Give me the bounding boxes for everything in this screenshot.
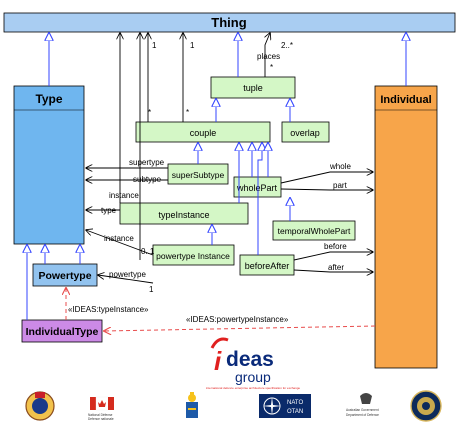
individualtype-label: IndividualType xyxy=(26,326,99,338)
generalization-links xyxy=(27,33,406,320)
logo-i: i xyxy=(214,346,222,376)
mult-star-a: * xyxy=(148,108,151,117)
temporalwholepart-label: temporalWholePart xyxy=(278,226,351,236)
beforeafter-to-couple xyxy=(257,143,262,255)
powertype-label: Powertype xyxy=(38,270,91,282)
canada-line1: National Défense xyxy=(88,413,113,417)
type-label: Type xyxy=(35,92,62,106)
uk-mod-crest-icon xyxy=(25,391,55,421)
type-role: type xyxy=(101,206,117,215)
individualtype-class: IndividualType xyxy=(21,319,103,343)
type-class: Type xyxy=(13,85,85,245)
ideas-powertypeinstance-stereotype: «IDEAS:powertypeInstance» xyxy=(186,315,289,324)
ideas-typeinstance-stereotype: «IDEAS:typeInstance» xyxy=(68,305,149,314)
mult-one-b: 1 xyxy=(190,41,195,50)
wholepart-label: wholePart xyxy=(236,183,278,193)
mult-one-pt: 1 xyxy=(149,285,154,294)
powertype-role: powertype xyxy=(109,270,146,279)
part-role: part xyxy=(333,181,348,190)
canada-flag-icon: National Défense Defence nationale xyxy=(88,396,114,421)
role-labels: 1 1 2..* places * * * supertype subtype … xyxy=(68,41,351,324)
overlap-label: overlap xyxy=(290,128,320,138)
places-role: places xyxy=(257,52,280,61)
after-role: after xyxy=(328,263,344,272)
footer-emblems: National Défense Defence nationale NATO … xyxy=(25,390,442,422)
logo-group: group xyxy=(235,369,271,385)
nato-line2: OTAN xyxy=(287,409,303,415)
couple-class: couple xyxy=(135,121,271,143)
nato-emblem-icon: NATO OTAN xyxy=(259,394,311,418)
individual-label: Individual xyxy=(380,94,431,106)
nato-line1: NATO xyxy=(287,400,303,406)
supertype-role: supertype xyxy=(129,158,165,167)
supersubtype-class: superSubtype xyxy=(167,163,229,185)
logo-swoosh-icon xyxy=(210,337,229,349)
couple-label: couple xyxy=(190,128,217,138)
stereotype-links xyxy=(66,288,376,331)
supersubtype-label: superSubtype xyxy=(172,170,225,180)
mult-one-a: 1 xyxy=(152,41,157,50)
australia-line2: Department of Defence xyxy=(346,413,379,417)
typeinstance-label: typeInstance xyxy=(158,210,209,220)
temporalwholepart-class: temporalWholePart xyxy=(272,220,356,241)
ideas-group-logo: i deas group international defence enter… xyxy=(206,337,300,390)
instance-role-bottom: instance xyxy=(104,234,134,243)
powertype-class: Powertype xyxy=(32,263,98,287)
tuple-class: tuple xyxy=(210,76,296,99)
australia-line1: Australian Government xyxy=(346,408,379,412)
typeinstance-class: typeInstance xyxy=(119,202,249,225)
australia-crest-icon: Australian Government Department of Defe… xyxy=(346,393,379,417)
canada-line2: Defence nationale xyxy=(88,417,114,421)
whole-role: whole xyxy=(329,162,351,171)
mult-two-star: 2..* xyxy=(281,41,293,50)
thing-label: Thing xyxy=(211,15,246,30)
tuple-label: tuple xyxy=(243,83,263,93)
mult-star-b: * xyxy=(186,108,189,117)
mult-zero-one: 0..1 xyxy=(141,247,155,256)
association-links xyxy=(86,33,373,284)
beforeafter-label: beforeAfter xyxy=(245,261,290,271)
mult-star-places: * xyxy=(270,63,273,72)
powertypeinstance-class: powertype Instance xyxy=(152,244,235,266)
thing-class: Thing xyxy=(3,12,456,33)
beforeafter-class: beforeAfter xyxy=(239,254,295,276)
powertypeinstance-label: powertype Instance xyxy=(156,251,230,261)
before-role: before xyxy=(324,242,347,251)
instance-role-top: instance xyxy=(109,191,139,200)
logo-deas: deas xyxy=(226,348,274,371)
individual-class: Individual xyxy=(374,85,438,369)
overlap-class: overlap xyxy=(281,121,330,143)
us-dod-seal-icon xyxy=(410,390,442,422)
logo-tagline: international defence enterprise archite… xyxy=(206,386,300,390)
sweden-crest-icon xyxy=(186,392,198,418)
subtype-role: subtype xyxy=(133,175,162,184)
